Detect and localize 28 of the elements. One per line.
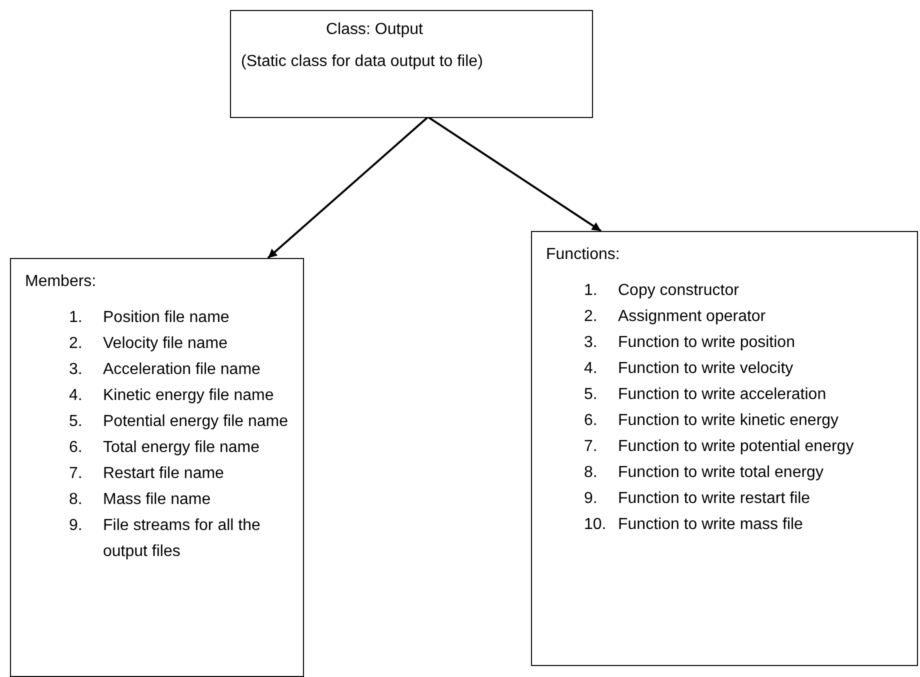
list-item: 6. Function to write kinetic energy [583,411,840,431]
list-item: 8. Mass file name [68,490,212,510]
section-heading: Functions: [546,246,621,264]
list-box [531,231,918,666]
list-item: 7. Restart file name [68,464,225,484]
arrow [427,116,602,232]
list-item: 3. Acceleration file name [68,360,262,380]
class-box [230,10,593,118]
list-item: 5. Function to write acceleration [583,385,828,405]
list-box [10,258,304,677]
list-item: 6. Total energy file name [68,438,261,458]
list-item: 8. Function to write total energy [583,463,824,483]
list-item: 4. Function to write velocity [583,359,794,379]
class-description: (Static class for data output to file) [241,53,484,71]
class-name: Class: Output [325,21,424,39]
list-item: 2. Assignment operator [583,307,767,327]
arrow [267,116,429,259]
list-item: 7. Function to write potential energy [583,437,855,457]
list-item: 3. Function to write position [583,333,796,353]
list-item: 2. Velocity file name [68,334,229,354]
list-item: 9. File streams for all the output files [68,516,262,562]
list-item: 10. Function to write mass file [583,515,804,535]
list-item: 1. Position file name [68,308,230,328]
list-item: 9. Function to write restart file [583,489,812,509]
list-item: 1. Copy constructor [583,281,740,301]
section-heading: Members: [25,273,98,291]
list-item: 4. Kinetic energy file name [68,386,275,406]
list-item: 5. Potential energy file name [68,412,289,432]
